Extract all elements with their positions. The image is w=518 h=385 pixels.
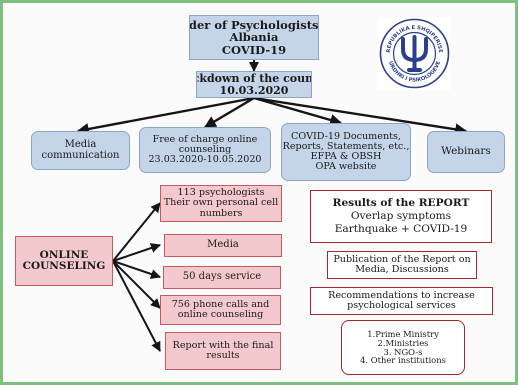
recommendations-line-1: Recommendations to increase [328,289,475,301]
title-box: Order of Psychologists of Albania COVID-… [189,15,319,60]
lockdown-box: Lockdown of the country 10.03.2020 [196,71,312,98]
title-line-2: Albania [229,30,279,45]
logo-emblem: REPUBLIKA E SHQIPERISE URDHRI I PSIKOLOG… [378,17,451,90]
counseling-item-50-days: 50 days service [163,266,281,289]
counseling-item-media: Media [164,234,282,257]
final-report-line-2: results [206,350,240,361]
final-report-line-1: Report with the final [172,339,274,351]
media-label: Media [207,239,239,251]
media-communication-box: Media communication [31,131,130,170]
psychologists-line-2: Their own personal cell [163,197,279,209]
arrow-online-to-item-1 [112,202,161,262]
phone-calls-line-2: online counseling [177,309,264,320]
institutions-line-1: 1.Prime Ministry [367,328,439,339]
free-counseling-line-3: 23.03.2020-10.05.2020 [148,154,262,166]
recommendations-box: Recommendations to increase psychologica… [310,287,493,315]
results-title: Results of the REPORT [332,196,470,209]
covid-documents-box: COVID-19 Documents, Reports, Statements,… [281,123,411,181]
lockdown-line-1: Lockdown of the country [197,71,311,85]
title-line-1: Order of Psychologists of [189,18,319,33]
recommendations-line-2: psychological services [347,300,456,311]
covid-documents-line-3: EFPA & OBSH [310,151,382,162]
online-counseling-line-1: ONLINE [39,248,89,261]
phone-calls-line-1: 756 phone calls and [171,298,270,310]
free-counseling-box: Free of charge online counseling 23.03.2… [139,127,271,173]
results-line-3: Earthquake + COVID-19 [334,223,468,236]
webinars-box: Webinars [427,131,505,173]
arrow-lockdown-to-documents [253,96,343,126]
publication-line-2: Media, Discussions [355,264,449,275]
results-box: Results of the REPORT Overlap symptoms E… [310,190,492,243]
results-line-2: Overlap symptoms [350,209,452,222]
media-communication-line-2: communication [41,149,120,161]
psi-symbol-icon [401,35,428,72]
institutions-line-3: 3. NGO-s [383,346,423,357]
fifty-days-label: 50 days service [182,271,262,283]
counseling-item-final-report: Report with the final results [165,332,281,370]
online-counseling-line-2: COUNSELING [22,260,106,272]
title-line-3: COVID-19 [221,42,287,57]
arrow-online-to-item-4 [112,260,161,309]
counseling-item-psychologists: 113 psychologists Their own personal cel… [160,185,282,222]
publication-box: Publication of the Report on Media, Disc… [327,251,477,279]
free-counseling-line-1: Free of charge online [152,133,258,145]
media-communication-line-1: Media [64,139,97,150]
lockdown-line-2: 10.03.2020 [219,83,289,97]
covid-documents-line-4: OPA website [315,161,377,173]
connector-layer [76,60,468,352]
psychologists-line-1: 113 psychologists [177,187,265,199]
free-counseling-line-2: counseling [178,143,232,155]
covid-documents-line-1: COVID-19 Documents, [291,130,401,142]
webinars-label: Webinars [441,145,491,158]
arrow-online-to-item-3 [112,260,161,279]
covid-documents-line-2: Reports, Statements, etc., [282,140,410,152]
arrow-lockdown-to-media [76,96,255,135]
institutions-box: 1.Prime Ministry 2.Ministries 3. NGO-s 4… [341,320,465,375]
publication-line-1: Publication of the Report on [333,253,471,265]
institutions-line-4: 4. Other institutions [360,355,446,366]
counseling-item-phone-calls: 756 phone calls and online counseling [160,295,281,325]
arrow-online-to-item-2 [112,243,161,262]
institutions-line-2: 2.Ministries [377,337,429,348]
arrow-online-to-item-5 [112,260,161,352]
arrow-lockdown-to-webinars [253,96,468,136]
online-counseling-box: ONLINE COUNSELING [15,236,113,286]
logo-graphic: REPUBLIKA E SHQIPERISE URDHRI I PSIKOLOG… [379,18,450,89]
arrow-lockdown-to-online [203,96,255,129]
psychologists-line-3: numbers [199,207,243,219]
